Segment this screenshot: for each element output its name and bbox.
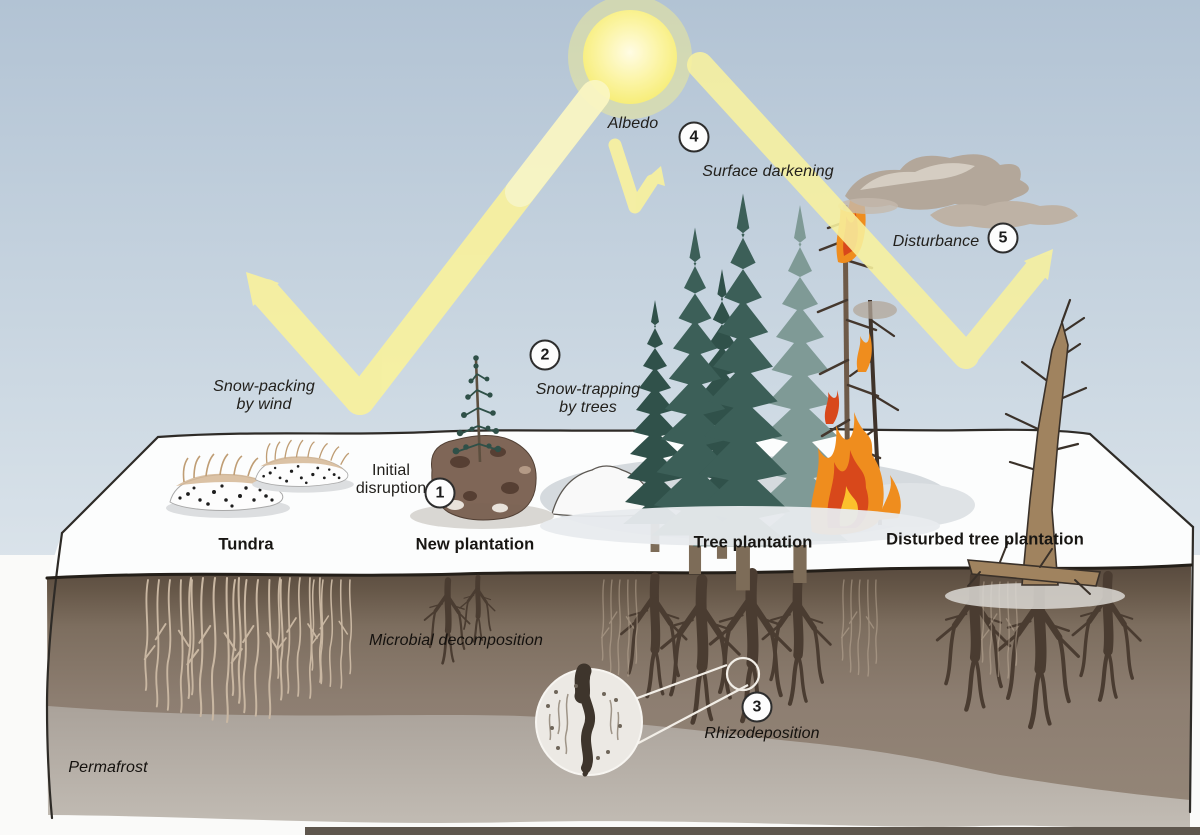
label-surface-darkening: Surface darkening (702, 162, 834, 180)
snow-drift-front (540, 506, 940, 546)
burning-tree (810, 185, 901, 535)
marker-3: 3 (741, 691, 773, 723)
label-snow-trapping: Snow-trapping by trees (536, 381, 640, 417)
zone-label-tundra: Tundra (218, 535, 274, 554)
fire (810, 185, 901, 535)
label-snow-packing-line2: by wind (236, 396, 292, 413)
microbe-dots (546, 684, 622, 760)
marker-2: 2 (529, 339, 561, 371)
marker-5: 5 (987, 222, 1019, 254)
seedling (452, 355, 502, 463)
label-snow-packing: Snow-packing by wind (213, 378, 315, 414)
albedo-rays-right (687, 52, 1053, 369)
label-disturbance: Disturbance (892, 232, 980, 250)
zone-label-tree-plantation: Tree plantation (693, 533, 813, 552)
label-rhizodeposition: Rhizodeposition (704, 724, 820, 742)
label-snow-trapping-line2: by trees (559, 399, 617, 416)
label-albedo: Albedo (607, 114, 659, 132)
albedo-arrowhead-left (246, 272, 279, 306)
label-snow-packing-line1: Snow-packing (213, 377, 315, 395)
rhizodeposition-magnifier (535, 656, 761, 777)
new-plantation (410, 355, 554, 529)
zone-label-new-plantation: New plantation (415, 535, 535, 554)
label-initial-disruption-line2: disruption (355, 480, 427, 497)
marker-4: 4 (678, 121, 710, 153)
label-snow-trapping-line1: Snow-trapping (535, 380, 641, 398)
label-permafrost: Permafrost (68, 758, 148, 776)
label-initial-disruption: Initial disruption (356, 462, 426, 498)
dead-tree (945, 298, 1125, 609)
albedo-arrowhead-right (1024, 249, 1053, 280)
albedo-arrowhead-small (645, 166, 665, 186)
label-initial-disruption-line1: Initial (371, 461, 411, 479)
albedo-ray-small (608, 138, 665, 214)
zone-label-disturbed-tree-plantation: Disturbed tree plantation (886, 530, 1084, 549)
permafrost-layer (48, 706, 1190, 829)
smoke-puff-small (853, 301, 897, 319)
label-microbial-decomposition: Microbial decomposition (369, 631, 543, 649)
albedo-rays-left (246, 80, 610, 415)
marker-1: 1 (424, 477, 456, 509)
bottom-soil-strip (305, 827, 1200, 835)
magnifier-target-ring (725, 656, 761, 692)
smoke-clouds (838, 154, 1078, 229)
